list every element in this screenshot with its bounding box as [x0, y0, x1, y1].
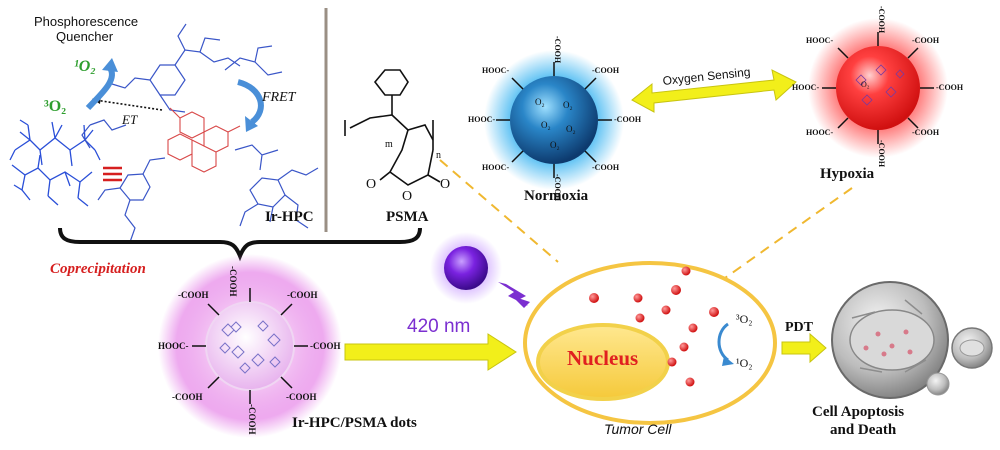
- coprecipitation-label: Coprecipitation: [50, 261, 146, 277]
- hypoxia-hooc-left: HOOC-: [792, 83, 820, 92]
- hypoxia-sphere: [836, 46, 920, 130]
- psma-label: PSMA: [386, 209, 429, 225]
- fret-label: FRET: [262, 90, 296, 105]
- ir-hpc-molecule: [81, 23, 319, 243]
- quench-curve-arrow: [85, 58, 118, 111]
- normoxia-cooh-right: -COOH: [614, 115, 642, 124]
- dot-cooh-bottomright: -COOH: [286, 392, 317, 402]
- normoxia-hooc-left: HOOC-: [468, 115, 496, 124]
- normoxia-o2-c: O₂: [541, 120, 551, 130]
- fret-curve-arrow: [237, 79, 264, 132]
- ros-dots: [589, 266, 719, 387]
- ir-hpc-label: Ir-HPC: [265, 209, 314, 225]
- hypoxia-cooh-right: -COOH: [936, 83, 964, 92]
- nucleus-label: Nucleus: [567, 346, 639, 370]
- dash-to-normoxia: [439, 159, 559, 263]
- dot-hooc-left: HOOC-: [158, 341, 189, 351]
- lightning-tip: [512, 296, 530, 308]
- dots-label: Ir-HPC/PSMA dots: [292, 415, 417, 431]
- psma-o-left: O: [366, 177, 376, 192]
- dot-cooh-bottom: -COOH: [247, 404, 257, 435]
- dot-inner-molecules: [219, 320, 281, 374]
- quencher-label-line1: Phosphorescence: [34, 14, 139, 29]
- apoptosis-label-line1: Cell Apoptosis: [812, 404, 905, 420]
- hypoxia-hooc-topleft: HOOC-: [806, 36, 834, 45]
- normoxia-hooc-topleft: HOOC-: [482, 66, 510, 75]
- apoptosis-label-line2: and Death: [830, 422, 897, 438]
- normoxia-carboxyl-bonds: [496, 62, 612, 178]
- psma-m-subscript: m: [385, 139, 393, 150]
- dot-core: [205, 301, 295, 391]
- hypoxia-cooh-bottom: -COOH: [877, 140, 886, 168]
- normoxia-cooh-topright: -COOH: [592, 66, 620, 75]
- wavelength-label: 420 nm: [407, 316, 471, 337]
- psma-o-mid: O: [402, 189, 412, 204]
- pdt-arrow: [781, 332, 827, 364]
- dot-cooh-right: -COOH: [310, 341, 341, 351]
- hypoxia-cooh-topright: -COOH: [912, 36, 940, 45]
- grouping-brace: [58, 227, 422, 262]
- hypoxia-cooh-top: -COOH: [877, 6, 886, 34]
- light-sphere: [444, 246, 488, 290]
- psma-n-subscript: n: [436, 150, 441, 161]
- dot-cooh-topleft: -COOH: [178, 290, 209, 300]
- singlet-oxygen-label: ¹O₂: [74, 58, 96, 75]
- pdt-label: PDT: [785, 320, 813, 335]
- quencher-label-line2: Quencher: [56, 29, 114, 44]
- normoxia-sphere: [510, 76, 598, 164]
- apoptotic-cell: [831, 281, 993, 399]
- normoxia-cooh-bottom: -COOH: [553, 174, 562, 202]
- tumor-cell-label: Tumor Cell: [604, 421, 672, 437]
- dendrimer-sketch: [9, 119, 101, 207]
- normoxia-hooc-bottomleft: HOOC-: [482, 163, 510, 172]
- hypoxia-carboxyl-bonds: [822, 32, 934, 144]
- normoxia-o2-d: O₂: [566, 124, 576, 134]
- psma-o-right: O: [440, 177, 450, 192]
- normoxia-label: Normoxia: [524, 188, 589, 204]
- oxygen-sensing-arrow: [631, 69, 797, 113]
- hypoxia-label: Hypoxia: [820, 166, 875, 182]
- triplet-oxygen-label: ³O₂: [44, 98, 67, 115]
- hypoxia-o2: O₂: [861, 80, 870, 89]
- dot-cooh-topright: -COOH: [287, 290, 318, 300]
- dot-cooh-top: -COOH: [228, 266, 238, 297]
- tumor-o2-arrow: [717, 322, 734, 366]
- normoxia-o2-a: O₂: [535, 97, 545, 107]
- et-label: ET: [122, 112, 138, 127]
- equivalence-sign: [103, 166, 122, 182]
- normoxia-o2-e: O₂: [550, 140, 560, 150]
- normoxia-o2-b: O₂: [563, 100, 573, 110]
- normoxia-cooh-top: -COOH: [553, 36, 562, 64]
- tumor-singlet-o2: ¹O₂: [736, 356, 753, 370]
- hypoxia-inner-molecules: [855, 64, 905, 106]
- psma-structure: [344, 69, 441, 186]
- et-transfer-arrow: [92, 95, 163, 111]
- normoxia-cooh-bottomright: -COOH: [592, 163, 620, 172]
- hypoxia-hooc-bottomleft: HOOC-: [806, 128, 834, 137]
- dash-to-hypoxia: [724, 187, 853, 279]
- delivery-arrow: [344, 333, 517, 371]
- tumor-triplet-o2: ³O₂: [736, 312, 753, 326]
- dot-carboxyl-bonds: [192, 288, 308, 404]
- hypoxia-cooh-bottomright: -COOH: [912, 128, 940, 137]
- dot-cooh-bottomleft: -COOH: [172, 392, 203, 402]
